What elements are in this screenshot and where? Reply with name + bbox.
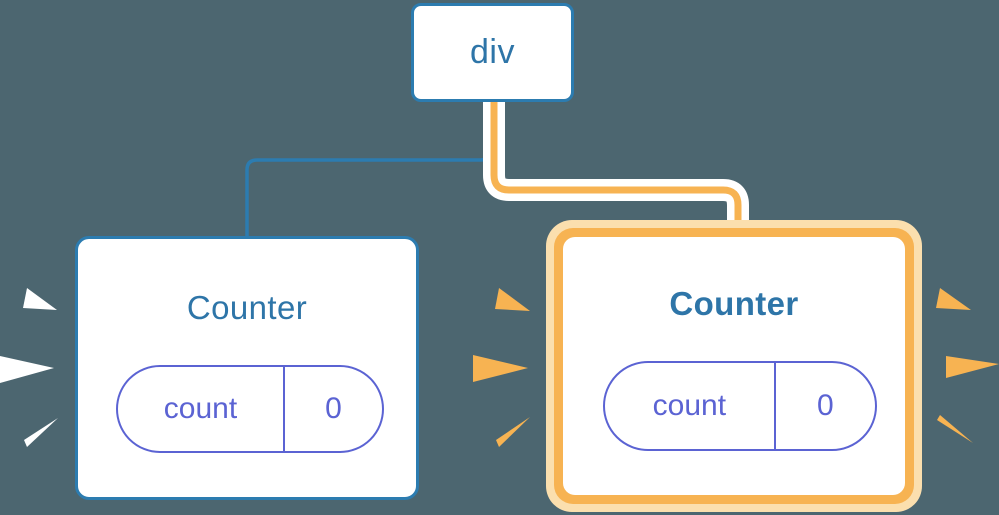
state-pill-left-value: 0 bbox=[325, 392, 342, 425]
edge-div-to-counter-left bbox=[245, 102, 492, 236]
node-counter-right-highlight-ring: Counter count 0 bbox=[554, 228, 914, 504]
node-counter-right[interactable]: Counter count 0 bbox=[563, 237, 905, 495]
state-pill-left-key: count bbox=[118, 367, 285, 451]
node-counter-right-highlight-glow: Counter count 0 bbox=[546, 220, 922, 512]
edge-div-to-counter-right-halo bbox=[483, 102, 749, 232]
state-pill-right[interactable]: count 0 bbox=[603, 361, 877, 451]
node-counter-left-title: Counter bbox=[186, 289, 308, 326]
state-pill-left[interactable]: count 0 bbox=[116, 365, 384, 453]
state-pill-right-value: 0 bbox=[817, 389, 834, 422]
state-pill-right-key: count bbox=[605, 363, 776, 449]
edge-div-to-counter-right bbox=[490, 102, 742, 232]
node-counter-left[interactable]: Counter count 0 bbox=[75, 236, 419, 500]
node-counter-right-body: Counter count 0 bbox=[563, 237, 905, 495]
node-counter-right-title: Counter bbox=[669, 285, 799, 322]
node-div-label: div bbox=[470, 33, 515, 71]
node-div[interactable]: div bbox=[411, 3, 574, 102]
node-counter-left-body: Counter count 0 bbox=[78, 239, 416, 497]
